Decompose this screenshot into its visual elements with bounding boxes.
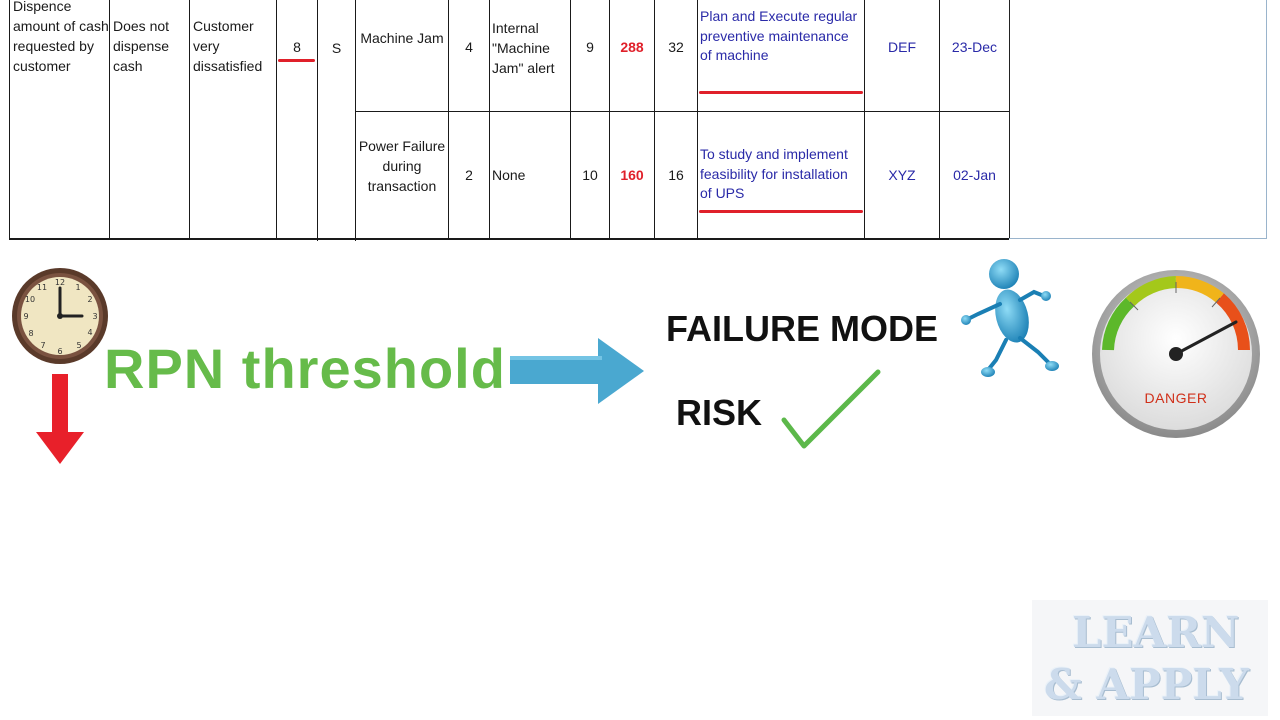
cause-cell-2: Power Failure during transaction [358, 138, 446, 194]
table-bottom-line [9, 238, 1009, 240]
svg-text:8: 8 [28, 329, 33, 338]
class-cell: S [331, 40, 342, 56]
row-separator [355, 111, 1009, 112]
rpn-threshold-label: RPN threshold [104, 337, 506, 400]
customer-impact-cell: Customer very dissatisfied [193, 18, 263, 74]
svg-text:10: 10 [25, 295, 35, 304]
grid-line [697, 0, 698, 239]
right-arrow-icon [510, 338, 644, 404]
table-bottom-line [1009, 238, 1266, 239]
owner-cell-1: DEF [888, 39, 916, 55]
detection-cell-1: 9 [586, 39, 594, 55]
svg-text:1: 1 [75, 283, 80, 292]
cause-cell-1: Machine Jam [360, 30, 444, 46]
action-underline-1 [699, 91, 863, 94]
grid-line [9, 0, 10, 239]
grid-line [355, 0, 356, 241]
grid-line [489, 0, 490, 239]
svg-text:6: 6 [57, 347, 62, 356]
grid-line [276, 0, 277, 239]
grid-line [189, 0, 190, 239]
occurrence-cell-2: 2 [465, 167, 473, 183]
severity-underline [278, 59, 315, 62]
rpn-cell-2: 160 [620, 167, 644, 183]
watermark-line-1: LEARN [1072, 608, 1240, 657]
criticality-cell-2: 16 [668, 167, 684, 183]
running-figure-icon [961, 259, 1059, 377]
grid-line [609, 0, 610, 239]
grid-line [317, 0, 318, 241]
svg-text:9: 9 [23, 312, 28, 321]
watermark-line-2: & APPLY [1044, 660, 1250, 709]
svg-text:3: 3 [92, 312, 97, 321]
date-cell-1: 23-Dec [951, 39, 998, 55]
criticality-cell-1: 32 [668, 39, 684, 55]
svg-text:5: 5 [76, 341, 81, 350]
grid-line [864, 0, 865, 239]
control-cell-2: None [492, 167, 526, 183]
svg-text:2: 2 [87, 295, 92, 304]
control-cell-1: Internal "Machine Jam" alert [492, 20, 555, 76]
occurrence-cell-1: 4 [465, 39, 473, 55]
risk-label: RISK [676, 392, 763, 433]
svg-text:7: 7 [40, 341, 45, 350]
action-cell-2: To study and implement feasibility for i… [700, 146, 848, 202]
date-cell-2: 02-Jan [953, 167, 996, 183]
action-cell-1: Plan and Execute regular preventive main… [700, 8, 858, 64]
fmea-table: Dispence amount of cash requested by cus… [0, 0, 1280, 245]
down-arrow-icon [36, 374, 84, 464]
effect-cell: Does not dispense cash [113, 18, 170, 74]
grid-line [570, 0, 571, 239]
svg-text:11: 11 [37, 283, 47, 292]
learn-and-apply-watermark: LEARN & APPLY [1032, 600, 1268, 716]
function-cell: Dispence amount of cash requested by cus… [13, 0, 109, 74]
detection-cell-2: 10 [582, 167, 598, 183]
grid-line [448, 0, 449, 239]
danger-gauge-icon [1092, 270, 1260, 438]
svg-text:4: 4 [87, 328, 92, 337]
checkmark-icon [781, 369, 881, 449]
clock-icon: 12 1 2 3 4 5 6 7 8 9 10 11 [12, 268, 108, 364]
svg-text:12: 12 [55, 278, 65, 287]
grid-line [939, 0, 940, 239]
action-underline-2 [699, 210, 863, 213]
owner-cell-2: XYZ [888, 167, 916, 183]
grid-line [109, 0, 110, 239]
severity-cell: 8 [293, 39, 301, 55]
failure-mode-label: FAILURE MODE [666, 308, 939, 349]
grid-line [1009, 0, 1010, 239]
grid-line [654, 0, 655, 239]
danger-label: DANGER [1144, 390, 1208, 406]
grid-line [1266, 0, 1267, 239]
rpn-cell-1: 288 [620, 39, 644, 55]
